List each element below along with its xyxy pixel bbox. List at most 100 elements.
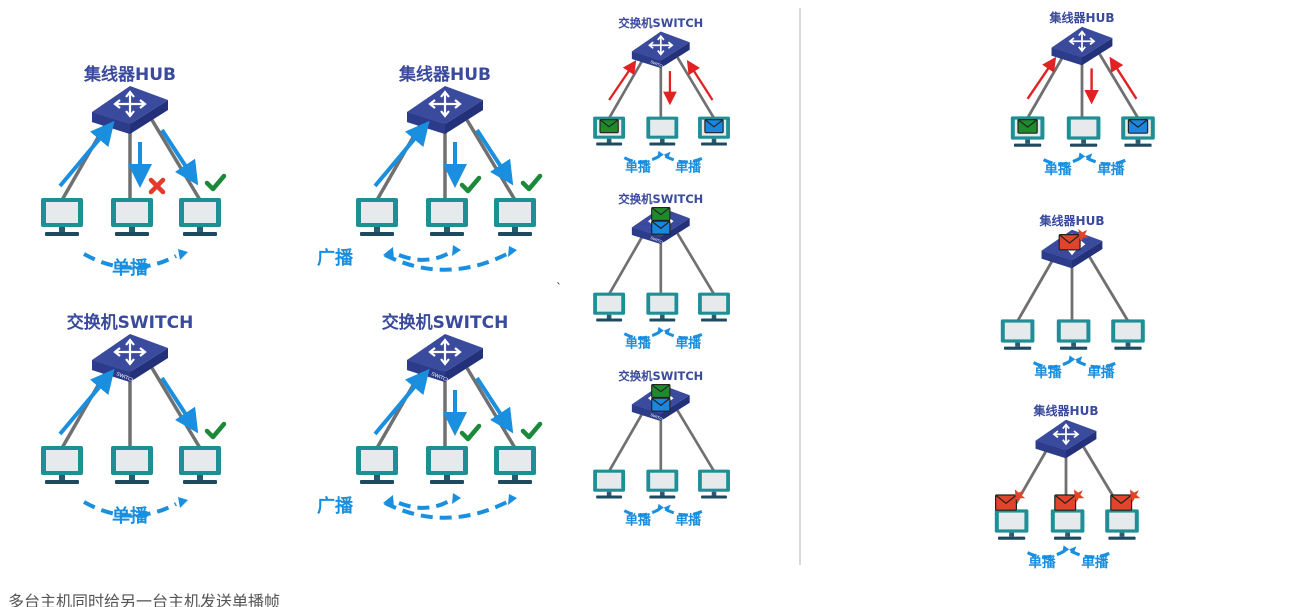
monitor-base: [1114, 346, 1142, 350]
computer-icon: [426, 446, 468, 484]
monitor-base: [1014, 143, 1042, 147]
arrow-left: [113, 347, 121, 357]
monitor-neck: [606, 491, 612, 496]
dashed-curve-arrow: [623, 507, 661, 517]
monitor-screen: [431, 202, 463, 223]
monitor-base: [183, 232, 217, 236]
device-arrows-icon: [648, 34, 674, 56]
monitor-screen: [361, 202, 393, 223]
monitor-base: [430, 232, 464, 236]
arrow-down: [1078, 46, 1086, 53]
computer-icon: [41, 446, 83, 484]
arrow-left: [113, 99, 121, 109]
device-arrows-icon: [428, 338, 462, 366]
network-link: [1026, 53, 1066, 119]
computer-icon: [356, 198, 398, 236]
monitor-screen: [701, 295, 727, 312]
monitor-neck: [1119, 532, 1125, 537]
arrow-right: [139, 347, 147, 357]
transmission-label: 单播: [625, 512, 652, 528]
device-front: [631, 227, 661, 245]
envelope-flap: [651, 220, 671, 230]
transmission-label: 广播: [317, 247, 354, 269]
monitor-base: [1060, 346, 1088, 350]
red-envelope-icon: [1054, 489, 1085, 511]
monitor-neck: [711, 314, 717, 319]
arrow-up: [125, 90, 135, 98]
arrow-right: [454, 347, 462, 357]
green-envelope-icon: [599, 119, 619, 134]
curve-arrowhead-icon: [663, 504, 671, 513]
network-link: [607, 232, 646, 295]
diagram-title: 交换机SWITCH: [67, 312, 194, 333]
arrow-up: [1062, 423, 1070, 430]
envelope-flap: [599, 119, 619, 128]
transmission-label: 单播: [675, 512, 702, 528]
computer-icon: [698, 469, 730, 499]
device-label: SWITCH: [650, 413, 666, 422]
arrow-up: [440, 90, 450, 98]
monitor-neck: [512, 227, 518, 232]
arrow-right: [454, 99, 462, 109]
computer-icon: [646, 116, 679, 146]
blue-arrow-icon: [160, 376, 199, 434]
envelope-flap: [651, 207, 671, 216]
monitor-base: [701, 318, 727, 322]
curve-arrowhead-icon: [178, 249, 188, 260]
monitor-base: [498, 480, 532, 484]
check-icon: [520, 421, 543, 440]
monitor-base: [1124, 143, 1152, 147]
arrow-down: [125, 110, 135, 118]
dashed-curve-arrow: [664, 507, 705, 517]
monitor-neck: [129, 475, 135, 480]
monitor-neck: [374, 227, 380, 232]
monitor-base: [998, 536, 1026, 540]
dashed-curve-arrow: [1076, 359, 1118, 369]
monitor-screen: [46, 450, 78, 471]
network-device-icon: [1051, 26, 1113, 66]
computer-icon: [994, 509, 1029, 540]
curve-arrowhead-icon: [663, 151, 671, 160]
arrow-right: [1079, 240, 1086, 249]
diagram-title: 集线器HUB: [1039, 213, 1105, 228]
arrow-left: [1052, 430, 1059, 439]
device-arrows-icon: [1068, 30, 1096, 53]
small-panel: 集线器HUB单播单播: [1010, 10, 1155, 178]
check-icon: [459, 423, 482, 442]
curve-arrowhead-icon: [657, 150, 664, 160]
figure-caption: 多台主机同时给另一台主机发送单播帧: [8, 592, 281, 607]
monitor-screen: [46, 202, 78, 223]
arrow-up: [1078, 30, 1086, 37]
curve-arrowhead-icon: [383, 247, 394, 260]
curve-arrowhead-icon: [1085, 153, 1093, 162]
blue-envelope-icon: [651, 220, 671, 235]
network-link: [150, 367, 202, 449]
transmission-label: 单播: [1087, 364, 1115, 381]
dashed-curve-arrow: [1070, 549, 1112, 559]
cross-stroke-b: [148, 177, 166, 195]
arrow-left: [428, 99, 436, 109]
small-panel: 交换机SWITCHSWITCH单播单播: [593, 192, 730, 351]
curve-arrowhead-icon: [657, 503, 664, 513]
monitor-base: [649, 142, 676, 146]
network-link: [375, 119, 425, 201]
monitor-neck: [444, 475, 450, 480]
arrow-right: [667, 41, 674, 49]
arrow-down: [657, 50, 665, 56]
curve-arrowhead-icon: [508, 494, 517, 505]
green-envelope-icon: [651, 383, 671, 399]
diagram-title: 交换机SWITCH: [618, 369, 703, 383]
monitor-screen: [361, 450, 393, 471]
green-envelope-icon: [1017, 119, 1038, 134]
network-device-icon: SWITCH: [631, 31, 690, 69]
monitor-neck: [711, 491, 717, 496]
device-arrows-icon: [428, 90, 462, 118]
device-front: [631, 51, 661, 69]
cross-icon: [148, 177, 166, 195]
computer-icon: [1066, 116, 1101, 147]
arrow-right: [1089, 37, 1096, 46]
dashed-curve-arrow: [664, 154, 705, 164]
check-icon: [459, 175, 482, 194]
monitor-screen: [116, 202, 148, 223]
